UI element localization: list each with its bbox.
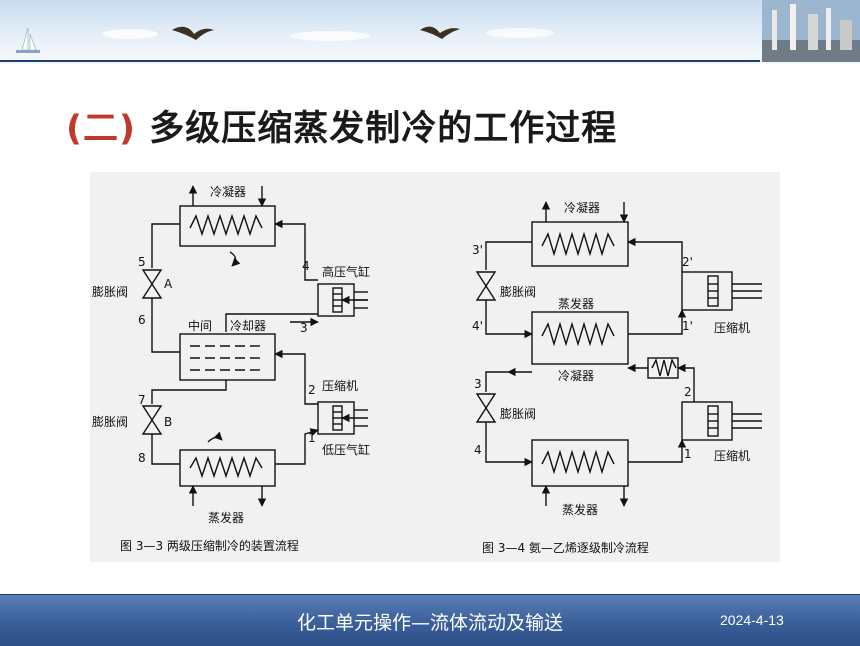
fig3-node-5: 5 [138, 255, 146, 269]
sailboat-icon [16, 27, 40, 53]
fig4-evaporator-top-label: 蒸发器 [558, 296, 594, 311]
figure-3-4 [475, 201, 762, 507]
fig3-intermediate-label-a: 中间 [188, 318, 212, 333]
fig3-node-1: 1 [308, 431, 316, 445]
fig3-valve-a-letter: A [164, 277, 173, 291]
fig4-node-3: 3 [474, 377, 482, 391]
diagram-area: 冷凝器 蒸发器 中间 冷却器 高压气缸 低压气缸 压缩机 膨胀阀 膨胀阀 A B… [90, 172, 780, 562]
fig4-node-1p: 1' [682, 319, 693, 333]
footer-bar [0, 594, 860, 646]
title-paren: (二) [66, 109, 136, 149]
fig3-node-7: 7 [138, 393, 146, 407]
fig3-node-8: 8 [138, 451, 146, 465]
fig4-compressor-upper-label: 压缩机 [714, 320, 750, 335]
fig3-node-2: 2 [308, 383, 316, 397]
intermediate-cooler-box [179, 333, 276, 381]
fig4-node-2p: 2' [682, 255, 693, 269]
fig4-node-1: 1 [684, 447, 692, 461]
fig3-node-6: 6 [138, 313, 146, 327]
header-divider [0, 60, 760, 62]
fig4-evaporator-condenser-box [531, 311, 629, 365]
fig4-upper-compressor [681, 271, 733, 311]
fig3-condenser-label: 冷凝器 [210, 184, 246, 199]
fig3-node-4: 4 [302, 259, 310, 273]
refrigeration-diagrams: 冷凝器 蒸发器 中间 冷却器 高压气缸 低压气缸 压缩机 膨胀阀 膨胀阀 A B… [92, 184, 762, 555]
fig4-condenser-label: 冷凝器 [564, 200, 600, 215]
title-text: 多级压缩蒸发制冷的工作过程 [149, 109, 618, 149]
fig4-node-4p: 4' [472, 319, 483, 333]
fig4-node-2: 2 [684, 385, 692, 399]
factory-photo-icon [762, 0, 860, 62]
figure-3-4-labels: 冷凝器 蒸发器 冷凝器 蒸发器 膨胀阀 膨胀阀 压缩机 压缩机 3' 2' 4'… [472, 200, 750, 555]
fig4-node-3p: 3' [472, 243, 483, 257]
fig4-node-4: 4 [474, 443, 482, 457]
fig4-condenser-bottom-label: 冷凝器 [558, 368, 594, 383]
fig3-high-cylinder-label: 高压气缸 [322, 264, 370, 279]
header-banner [0, 0, 860, 64]
fig4-compressor-lower-label: 压缩机 [714, 448, 750, 463]
fig3-intermediate-label-b: 冷却器 [230, 319, 266, 333]
fig3-compressor-label: 压缩机 [322, 378, 358, 393]
fig4-evaporator-label: 蒸发器 [562, 502, 598, 517]
figure-3-3-labels: 冷凝器 蒸发器 中间 冷却器 高压气缸 低压气缸 压缩机 膨胀阀 膨胀阀 A B… [92, 184, 370, 553]
fig3-valve-a-label: 膨胀阀 [92, 285, 128, 299]
fig4-evaporator-box [531, 439, 629, 487]
fig3-low-cylinder-label: 低压气缸 [322, 442, 370, 457]
footer-course-title: 化工单元操作—流体流动及输送 [296, 612, 563, 634]
fig4-caption: 图 3—4 氨—乙烯逐级制冷流程 [482, 540, 649, 555]
fig3-evaporator-label: 蒸发器 [208, 510, 244, 525]
fig3-node-3: 3 [300, 321, 308, 335]
slide-title: (二) 多级压缩蒸发制冷的工作过程 [66, 100, 617, 151]
fig4-valve-upper-label: 膨胀阀 [500, 285, 536, 299]
bird-icon [172, 26, 214, 40]
fig3-caption: 图 3—3 两级压缩制冷的装置流程 [120, 538, 299, 553]
fig4-lower-compressor [681, 401, 733, 441]
condenser-coil [189, 213, 263, 237]
bird-icon [420, 26, 460, 39]
footer-date: 2024-4-13 [720, 612, 784, 628]
figure-3-3 [141, 185, 368, 507]
fig4-valve-lower-label: 膨胀阀 [500, 407, 536, 421]
header-decoration [16, 0, 860, 62]
fig3-valve-b-letter: B [164, 415, 172, 429]
evaporator-box [179, 449, 276, 487]
fig3-valve-b-label: 膨胀阀 [92, 415, 128, 429]
